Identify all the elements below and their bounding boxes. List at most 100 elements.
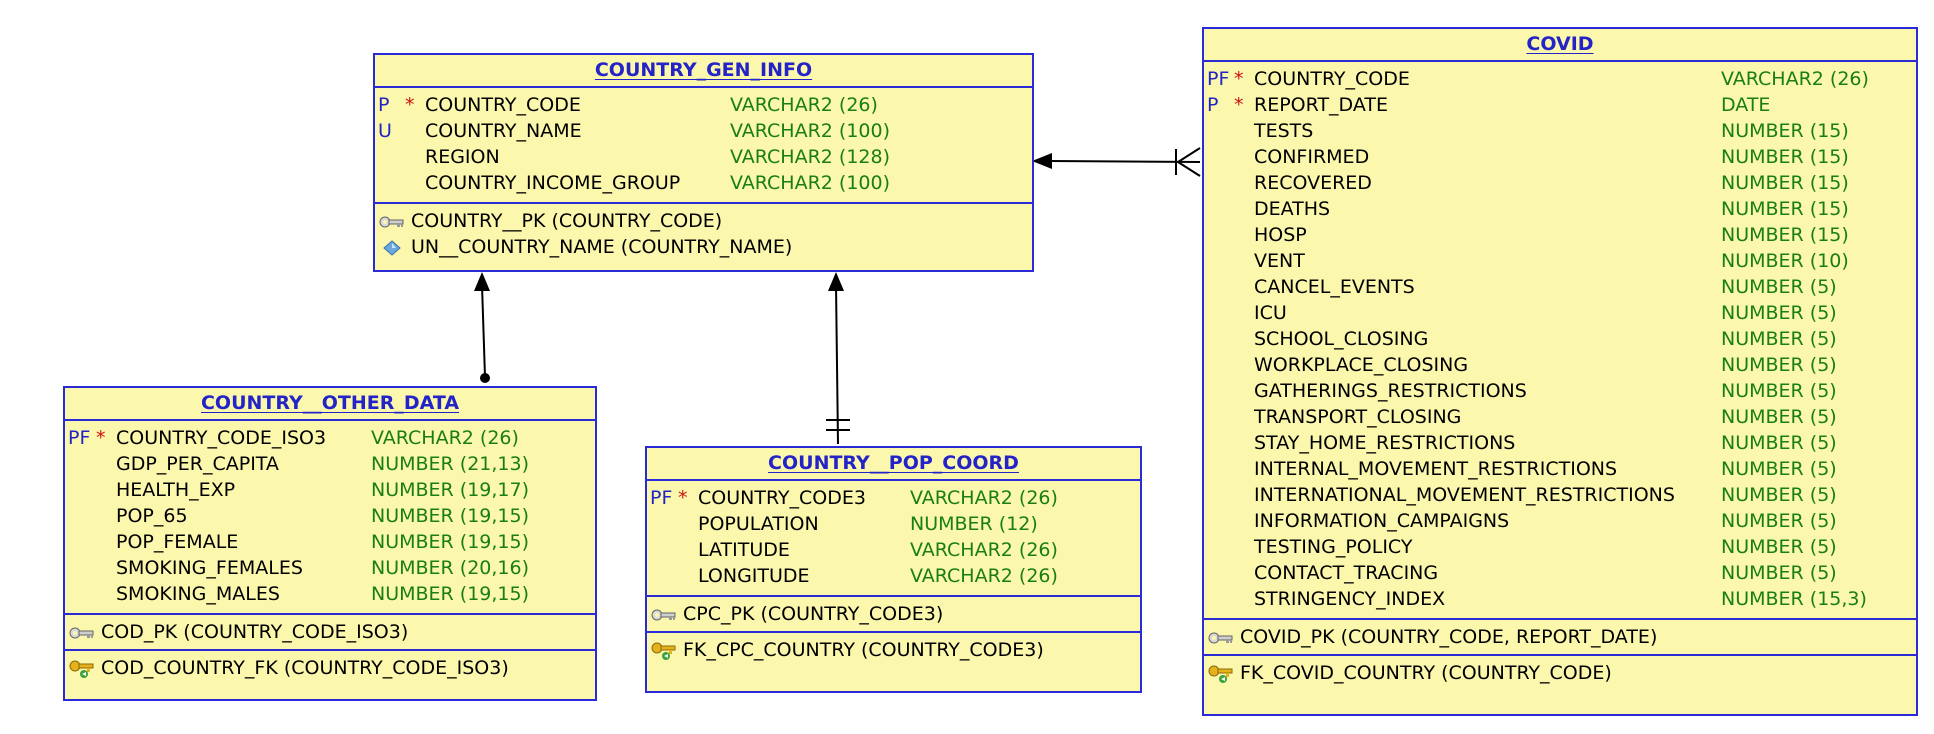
column-name: VENT [1254,250,1305,272]
key-row: UN__COUNTRY_NAME (COUNTRY_NAME) [375,234,1032,260]
column-name: GDP_PER_CAPITA [116,453,279,475]
column-type: DATE [1721,94,1771,116]
unique-key-icon [379,238,405,258]
column-row: HEALTH_EXP NUMBER (19,17) [65,477,595,503]
key-section: CPC_PK (COUNTRY_CODE3) [647,597,1140,633]
primary-key-icon [651,605,677,625]
column-type: NUMBER (5) [1721,484,1837,506]
foreign-key-icon [1208,664,1234,684]
mandatory-marker: * [405,94,415,116]
key-row: CPC_PK (COUNTRY_CODE3) [647,601,1140,627]
column-type: VARCHAR2 (26) [730,94,878,116]
key-label: COD_COUNTRY_FK (COUNTRY_CODE_ISO3) [101,657,509,679]
key-row: COVID_PK (COUNTRY_CODE, REPORT_DATE) [1204,624,1916,650]
column-type: NUMBER (15) [1721,172,1849,194]
mandatory-marker: * [96,427,106,449]
key-row: FK_CPC_COUNTRY (COUNTRY_CODE3) [647,637,1140,663]
entity-country-other-data[interactable]: COUNTRY__OTHER_DATA PF* COUNTRY_CODE_ISO3… [63,386,597,701]
column-type: NUMBER (15) [1721,146,1849,168]
column-flag: P [1207,94,1219,116]
column-flag: PF [1207,68,1230,90]
relationship-pop-coord-to-gen-info [826,272,850,445]
primary-key-icon [69,623,95,643]
column-row: GDP_PER_CAPITA NUMBER (21,13) [65,451,595,477]
column-name: COUNTRY_NAME [425,120,582,142]
column-name: LATITUDE [698,539,790,561]
column-name: POPULATION [698,513,819,535]
entity-title: COUNTRY__POP_COORD [647,448,1140,481]
mandatory-marker: * [1234,94,1244,116]
column-name: SMOKING_FEMALES [116,557,303,579]
column-flag: U [378,120,392,142]
column-name: STAY_HOME_RESTRICTIONS [1254,432,1516,454]
column-name: CONTACT_TRACING [1254,562,1439,584]
key-list: COVID_PK (COUNTRY_CODE, REPORT_DATE) FK_C… [1204,620,1916,690]
column-flag: PF [68,427,91,449]
column-type: NUMBER (19,17) [371,479,530,501]
column-type: NUMBER (15) [1721,224,1849,246]
column-name: INTERNAL_MOVEMENT_RESTRICTIONS [1254,458,1618,480]
column-name: DEATHS [1254,198,1331,220]
mandatory-marker: * [1234,68,1244,90]
column-name: HOSP [1254,224,1307,246]
column-type: VARCHAR2 (100) [730,172,891,194]
foreign-key-icon [69,659,95,679]
entity-title: COVID [1204,29,1916,62]
column-type: VARCHAR2 (100) [730,120,891,142]
column-type: VARCHAR2 (26) [1721,68,1869,90]
key-section: COVID_PK (COUNTRY_CODE, REPORT_DATE) [1204,620,1916,656]
column-flag: PF [650,487,673,509]
key-row: COD_COUNTRY_FK (COUNTRY_CODE_ISO3) [65,655,595,681]
column-name: TRANSPORT_CLOSING [1254,406,1462,428]
key-section: COD_PK (COUNTRY_CODE_ISO3) [65,615,595,651]
column-type: NUMBER (5) [1721,432,1837,454]
entity-title: COUNTRY__OTHER_DATA [65,388,595,421]
mandatory-marker: * [678,487,688,509]
column-type: NUMBER (5) [1721,380,1837,402]
column-type: VARCHAR2 (26) [910,539,1058,561]
column-name: COUNTRY_CODE_ISO3 [116,427,327,449]
key-label: COD_PK (COUNTRY_CODE_ISO3) [101,621,409,643]
column-name: POP_FEMALE [116,531,239,553]
key-label: CPC_PK (COUNTRY_CODE3) [683,603,944,625]
column-name: GATHERINGS_RESTRICTIONS [1254,380,1527,402]
column-type: NUMBER (15) [1721,120,1849,142]
column-name: ICU [1254,302,1287,324]
column-name: SCHOOL_CLOSING [1254,328,1429,350]
primary-key-icon [379,212,405,232]
column-type: NUMBER (15,3) [1721,588,1867,610]
key-label: FK_COVID_COUNTRY (COUNTRY_CODE) [1240,662,1612,684]
column-type: NUMBER (21,13) [371,453,530,475]
key-row: FK_COVID_COUNTRY (COUNTRY_CODE) [1204,660,1916,686]
column-name: HEALTH_EXP [116,479,236,501]
column-flag: P [378,94,390,116]
column-type: NUMBER (5) [1721,328,1837,350]
column-row: HOSP NUMBER (15) [1204,222,1916,248]
column-type: VARCHAR2 (128) [730,146,891,168]
relationship-covid-to-gen-info [1032,147,1201,177]
column-type: NUMBER (19,15) [371,583,530,605]
